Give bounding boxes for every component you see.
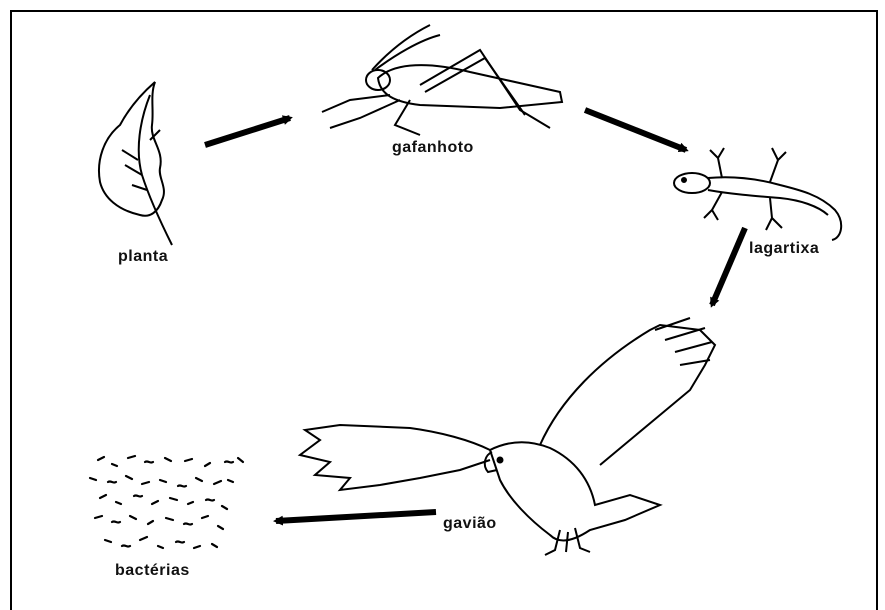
bacteria-icon xyxy=(90,456,243,548)
arrow-plant-to-grasshopper xyxy=(205,118,290,145)
bacteria-label: bactérias xyxy=(115,562,190,580)
lizard-label: lagartixa xyxy=(749,240,819,258)
arrow-lizard-to-hawk xyxy=(712,228,745,305)
hawk-label: gavião xyxy=(443,515,497,533)
arrow-hawk-to-bacteria xyxy=(276,512,436,521)
grasshopper-label: gafanhoto xyxy=(392,139,474,156)
plant-icon xyxy=(99,82,172,245)
arrow-grasshopper-to-lizard xyxy=(585,110,686,150)
plant-label: planta xyxy=(118,248,168,266)
food-chain-diagram: gafanhoto xyxy=(0,0,885,592)
grasshopper-icon xyxy=(322,25,562,135)
lizard-icon xyxy=(674,148,841,240)
hawk-icon xyxy=(300,318,715,555)
